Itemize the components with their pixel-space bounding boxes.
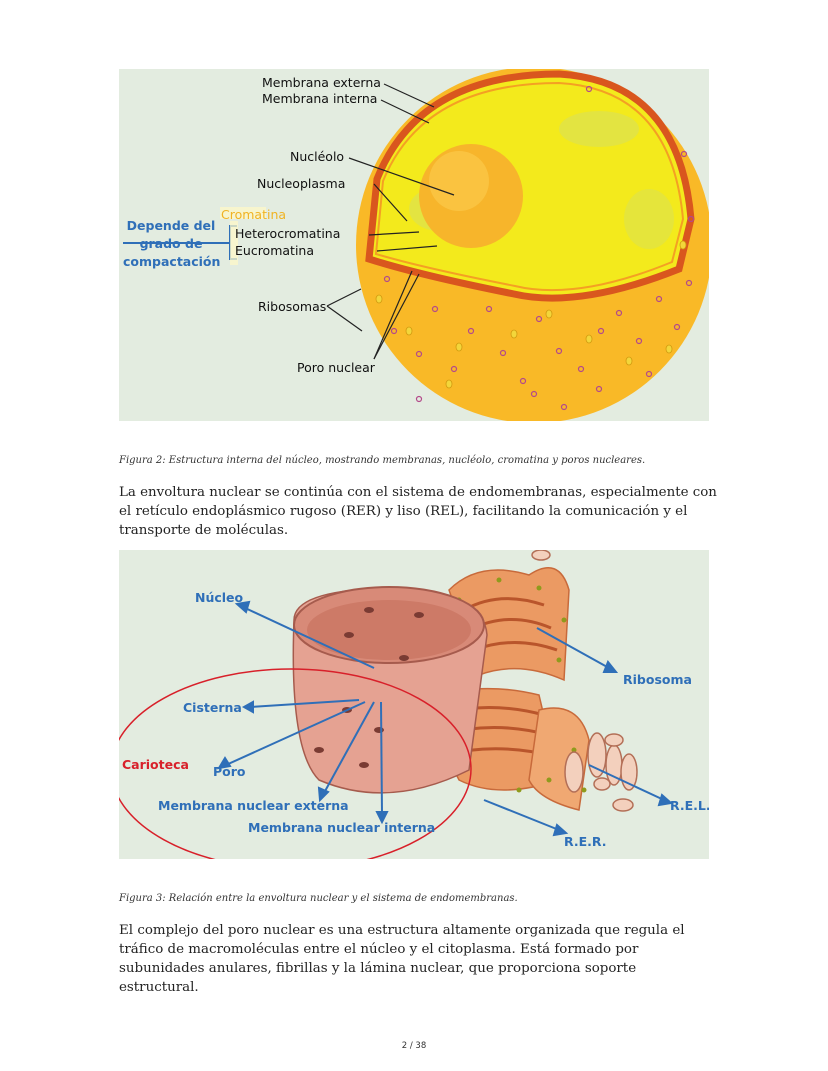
label-carioteca: Carioteca — [122, 757, 189, 772]
label-rer: R.E.R. — [564, 834, 607, 849]
label-depende-line1: Depende del — [126, 218, 216, 233]
smooth-er — [531, 550, 638, 812]
page-number: 2 / 38 — [401, 1041, 427, 1051]
label-eucromatina: Eucromatina — [235, 243, 314, 258]
label-heterocromatina: Heterocromatina — [235, 226, 341, 241]
label-ribosoma: Ribosoma — [623, 672, 692, 687]
label-depende-grado: Depende del grado de compactación — [123, 217, 221, 271]
arrows — [217, 600, 674, 837]
inner-membrane — [374, 81, 685, 292]
ribosome-dots — [383, 85, 695, 411]
label-depende-line3: compactación — [123, 254, 221, 269]
paragraph-poro-nuclear: El complejo del poro nuclear es una estr… — [119, 923, 685, 995]
paragraph-envoltura: La envoltura nuclear se continúa con el … — [119, 485, 717, 538]
figure3-caption: Figura 3: Relación entre la envoltura nu… — [119, 893, 518, 904]
endomembrane-diagram — [119, 550, 674, 859]
label-poro-nuclear: Poro nuclear — [297, 360, 375, 375]
label-cisterna: Cisterna — [183, 700, 242, 715]
label-depende-line2: grado de — [139, 236, 203, 251]
label-membrana-externa: Membrana externa — [262, 75, 381, 90]
label-ribosomas: Ribosomas — [258, 299, 327, 314]
leader-lines — [326, 83, 455, 360]
ribosome-granules — [446, 577, 587, 793]
figure-nucleus-structure: Membrana externa Membrana interna Nucléo… — [119, 69, 709, 421]
label-rel: R.E.L. — [670, 798, 709, 813]
label-nucleo: Núcleo — [195, 590, 244, 605]
figure-endomembrane-system: Núcleo Ribosoma Cisterna Carioteca Poro … — [119, 550, 709, 859]
nucleus-body — [292, 586, 488, 794]
figure2-caption: Figura 2: Estructura interna del núcleo,… — [119, 455, 646, 466]
label-poro: Poro — [213, 764, 246, 779]
label-membrana-nuclear-interna: Membrana nuclear interna — [248, 820, 436, 835]
label-cromatina: Cromatina — [221, 207, 287, 222]
label-membrana-nuclear-externa: Membrana nuclear externa — [158, 798, 349, 813]
nucleus-diagram — [123, 69, 709, 421]
label-nucleoplasma: Nucleoplasma — [257, 176, 346, 191]
label-nucleolo: Nucléolo — [290, 149, 345, 164]
carioteca-outline — [119, 668, 472, 859]
label-membrana-interna: Membrana interna — [262, 91, 378, 106]
